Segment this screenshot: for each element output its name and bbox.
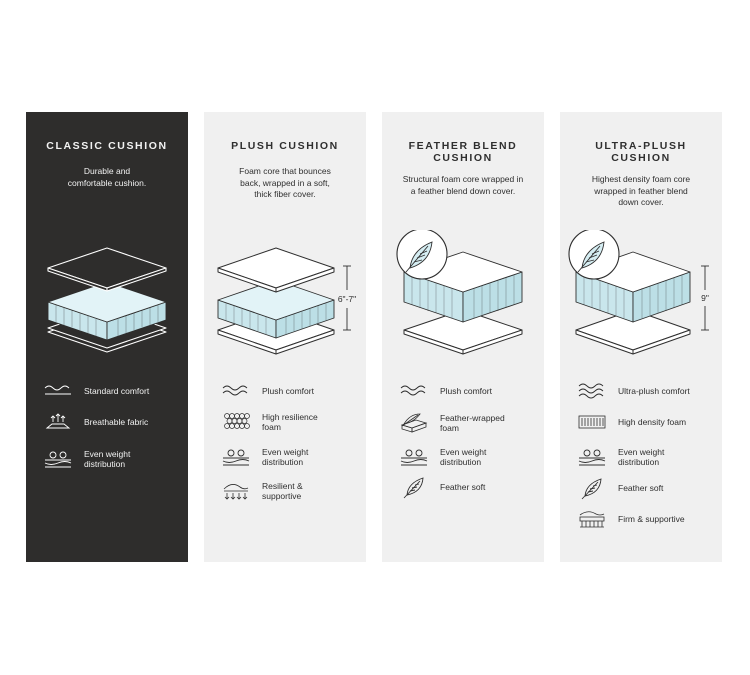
feather-wrap-icon xyxy=(400,413,428,433)
feature-label: Feather-wrapped foam xyxy=(440,412,505,434)
panel-description: Structural foam core wrapped in a feathe… xyxy=(402,174,524,196)
firm-support-icon xyxy=(579,511,605,528)
spring-support-icon xyxy=(223,484,249,500)
panel-description: Durable and comfortable cushion. xyxy=(67,166,147,188)
weight-distribution-icon xyxy=(222,449,250,466)
feature-ultra-plush-comfort: Ultra-plush comfort xyxy=(576,378,716,404)
feather-icon xyxy=(581,478,602,500)
panel-description: Highest density foam core wrapped in fea… xyxy=(591,174,691,207)
feature-label: Even weight distribution xyxy=(618,446,665,468)
feature-label: Feather soft xyxy=(440,481,486,492)
wave-icon xyxy=(578,383,604,399)
feature-label: High density foam xyxy=(618,416,687,427)
feature-label: Resilient & supportive xyxy=(262,480,303,502)
feature-feather-soft: Feather soft xyxy=(576,475,716,501)
feather-icon xyxy=(403,477,424,499)
cushion-layers-illustration xyxy=(47,247,167,353)
feature-feather-wrapped-foam: Feather-wrapped foam xyxy=(398,410,538,436)
weight-distribution-icon xyxy=(400,449,428,466)
panel-title: ULTRA-PLUSH CUSHION xyxy=(595,140,687,164)
panel-ultra-plush-cushion: ULTRA-PLUSH CUSHION Highest density foam… xyxy=(560,112,722,562)
feature-plush-comfort: Plush comfort xyxy=(398,378,538,404)
wave-icon xyxy=(222,385,248,396)
feather-badge-icon xyxy=(396,230,448,280)
wave-icon xyxy=(44,385,71,395)
feature-label: Even weight distribution xyxy=(84,448,131,470)
feature-standard-comfort: Standard comfort xyxy=(42,378,182,404)
feature-firm-supportive: Firm & supportive xyxy=(576,506,716,532)
feature-label: Feather soft xyxy=(618,482,664,493)
cushion-layers-illustration: 9" xyxy=(568,230,709,355)
feature-label: Even weight distribution xyxy=(262,446,309,468)
feature-even-weight: Even weight distribution xyxy=(42,446,182,472)
feature-label: Breathable fabric xyxy=(84,416,149,427)
feature-breathable-fabric: Breathable fabric xyxy=(42,409,182,435)
height-label: 9" xyxy=(701,293,709,303)
feature-high-density-foam: High density foam xyxy=(576,409,716,435)
feature-plush-comfort: Plush comfort xyxy=(220,378,360,404)
feature-label: Standard comfort xyxy=(84,385,150,396)
weight-distribution-icon xyxy=(44,451,72,468)
feature-feather-soft: Feather soft xyxy=(398,474,538,500)
feature-label: Plush comfort xyxy=(262,385,314,396)
panel-title: PLUSH CUSHION xyxy=(231,140,339,152)
weight-distribution-icon xyxy=(578,449,606,466)
feature-high-resilience-foam: High resilience foam xyxy=(220,409,360,435)
panel-classic-cushion: CLASSIC CUSHION Durable and comfortable … xyxy=(26,112,188,562)
panel-description: Foam core that bounces back, wrapped in … xyxy=(239,166,331,199)
feature-label: Plush comfort xyxy=(440,385,492,396)
panel-plush-cushion: PLUSH CUSHION Foam core that bounces bac… xyxy=(204,112,366,562)
cushion-layers-illustration xyxy=(396,230,523,355)
panel-title: CLASSIC CUSHION xyxy=(46,140,168,152)
feature-even-weight: Even weight distribution xyxy=(220,444,360,470)
feature-label: High resilience foam xyxy=(262,411,318,433)
density-icon xyxy=(578,415,606,429)
height-label: 6"-7" xyxy=(338,294,356,304)
cushion-layers-illustration: 6"-7" xyxy=(217,247,356,355)
breathable-icon xyxy=(45,413,71,429)
feature-resilient-supportive: Resilient & supportive xyxy=(220,478,360,504)
wave-icon xyxy=(400,385,426,396)
feather-badge-icon xyxy=(568,230,620,280)
panel-feather-blend-cushion: FEATHER BLEND CUSHION Structural foam co… xyxy=(382,112,544,562)
feature-even-weight: Even weight distribution xyxy=(398,444,538,470)
panel-title: FEATHER BLEND CUSHION xyxy=(408,140,518,164)
feature-even-weight: Even weight distribution xyxy=(576,444,716,470)
feature-label: Ultra-plush comfort xyxy=(618,385,690,396)
feature-label: Even weight distribution xyxy=(440,446,487,468)
foam-cells-icon xyxy=(224,413,250,429)
feature-label: Firm & supportive xyxy=(618,513,685,524)
